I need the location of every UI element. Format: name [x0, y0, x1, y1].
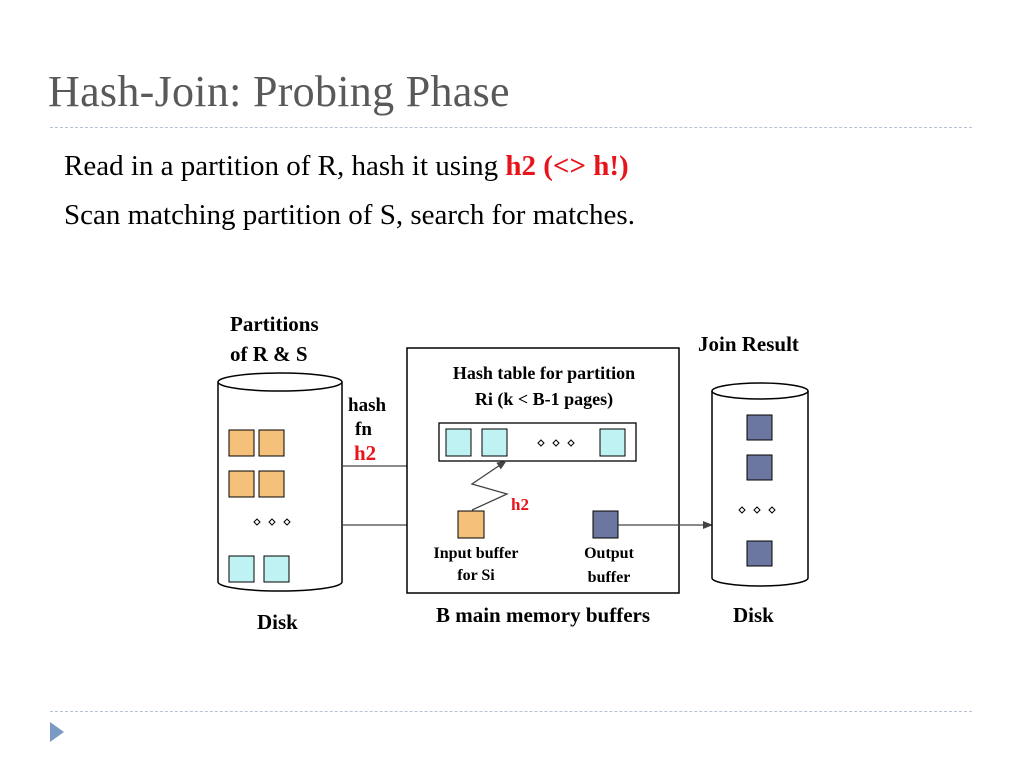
- main-memory-box: [406, 347, 680, 594]
- result-page: [746, 414, 773, 441]
- hash-table-page: [481, 428, 508, 457]
- input-buffer-label: Input buffer: [434, 545, 519, 562]
- hash-fn-label: hash: [348, 395, 386, 416]
- hash-table-page: [599, 428, 626, 457]
- join-result-label: Join Result: [698, 332, 799, 356]
- footer-divider: [50, 711, 972, 712]
- bullet-text: Scan matching partition of S, search for…: [64, 199, 635, 231]
- partitions-label: Partitions: [230, 312, 319, 336]
- inner-hash-label: h2: [511, 495, 529, 514]
- hash-table-page: [445, 428, 472, 457]
- left-disk-label: Disk: [257, 610, 298, 634]
- r-partition-page: [228, 429, 255, 457]
- r-partition-page: [258, 429, 285, 457]
- ellipsis-dots: [537, 439, 575, 447]
- bullet-scan-partition: Scan matching partition of S, search for…: [64, 199, 635, 232]
- bullet-highlight: h2 (<> h!): [505, 150, 629, 182]
- hash-fn-label: fn: [355, 419, 372, 440]
- ellipsis-dots: [253, 518, 291, 526]
- probe-hash-arrow: [470, 460, 509, 511]
- input-buffer: [457, 510, 485, 539]
- s-partition-page: [263, 555, 290, 583]
- bullet-text: Read in a partition of R, hash it using: [64, 150, 506, 182]
- input-buffer-label: for Si: [457, 567, 495, 584]
- next-slide-arrow-icon[interactable]: [50, 722, 64, 742]
- r-partition-page: [228, 470, 255, 498]
- output-buffer-label: Output: [584, 545, 634, 562]
- slide-title: Hash-Join: Probing Phase: [48, 67, 510, 116]
- right-disk-label: Disk: [733, 603, 774, 627]
- result-page: [746, 454, 773, 481]
- output-buffer-label: buffer: [588, 569, 631, 586]
- hash-fn-name: h2: [354, 441, 376, 465]
- r-partition-page: [258, 470, 285, 498]
- right-disk: [711, 382, 809, 587]
- s-partition-page: [228, 555, 255, 583]
- ellipsis-dots: [738, 506, 776, 514]
- title-divider: [50, 127, 972, 128]
- hash-table-label: Hash table for partition: [453, 363, 635, 383]
- partitions-label: of R & S: [230, 342, 308, 366]
- result-page: [746, 540, 773, 567]
- bullet-read-partition: Read in a partition of R, hash it using …: [64, 150, 629, 183]
- output-buffer: [592, 510, 619, 539]
- hash-table-label: Ri (k < B-1 pages): [475, 389, 613, 410]
- memory-label: B main memory buffers: [436, 603, 650, 627]
